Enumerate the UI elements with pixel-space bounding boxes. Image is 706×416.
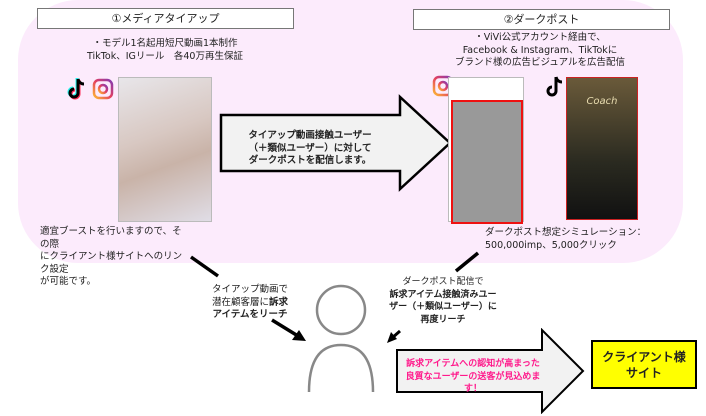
desc-line: Facebook & Instagram、TikTokに [462, 44, 618, 56]
section2-desc: ・ViVi公式アカウント経由で、 Facebook & Instagram、Ti… [420, 32, 660, 70]
note-line: にクライアント様サイトへのリンク設定 [40, 251, 183, 275]
arrow-line: タイアップ動画接触ユーザー [248, 130, 372, 141]
flow-line: 潜在顧客層に [211, 296, 269, 308]
flow-line: ダークポスト配信で [402, 277, 484, 287]
desc-line: ブランド様の広告ビジュアルを広告配信 [454, 57, 626, 68]
client-box-line: クライアント様 [602, 349, 686, 364]
bottom-arrow [396, 328, 585, 414]
right-flow-text: ダークポスト配信で 訴求アイテム接触済みユー ザー（＋類似ユーザー）に 再度リー… [383, 276, 503, 326]
center-arrow-text: タイアップ動画接触ユーザー （＋類似ユーザー）に対して ダークポストを配信します… [225, 130, 395, 168]
flow-line: アイテムをリーチ [212, 309, 288, 320]
arrow-line: （＋類似ユーザー）に対して [248, 142, 372, 154]
section1-title: ①メディアタイアップ [37, 8, 294, 29]
note-line: 適宜ブーストを行いますので、その際 [40, 226, 182, 250]
desc-line: ・ViVi公式アカウント経由で、 [474, 32, 606, 43]
client-box-line: サイト [625, 365, 662, 380]
simulation-text: ダークポスト想定シミュレーション： 500,000imp、5,000クリック [485, 227, 646, 252]
tiktok-icon [546, 76, 563, 97]
ad-creative [451, 100, 523, 224]
section2-title: ②ダークポスト [413, 9, 670, 30]
arrow-line: ダークポストを配信します。 [248, 155, 372, 166]
tiktok-icon [67, 78, 85, 100]
section1-desc: ・モデル1名起用短尺動画1本制作 TikTok、IGリール 各40万再生保証 [60, 38, 270, 63]
left-flow-text: タイアップ動画で 潜在顧客層に訴求 アイテムをリーチ [205, 284, 295, 322]
tiktok-ad-screenshot: Coach [566, 77, 638, 220]
desc-line: TikTok、IGリール 各40万再生保証 [87, 50, 243, 62]
sim-line: 500,000imp、5,000クリック [485, 239, 617, 251]
client-site-box: クライアント様 サイト [591, 340, 697, 389]
flow-line: タイアップ動画で [211, 284, 288, 295]
desc-line: ・モデル1名起用短尺動画1本制作 [92, 38, 238, 49]
flow-line: 訴求アイテム接触済みユー [389, 289, 497, 300]
flow-line: 再度リーチ [420, 314, 466, 325]
section1-note: 適宜ブーストを行いますので、その際 にクライアント様サイトへのリンク設定 が可能… [40, 226, 190, 289]
flow-line-bold: 訴求 [269, 296, 289, 308]
center-arrow [219, 94, 452, 192]
flow-line: ザー（＋類似ユーザー）に [389, 302, 497, 312]
note-line: が可能です。 [40, 276, 97, 287]
arrow-line: 訴求アイテムへの認知が高まった [406, 359, 540, 369]
instagram-ad-screenshot [448, 77, 524, 224]
bottom-arrow-text: 訴求アイテムへの認知が高まった 良質なユーザーの送客が見込めます！ [398, 358, 548, 396]
phone-brand-text: Coach [586, 96, 618, 107]
instagram-icon [92, 78, 114, 100]
arrow-line: 良質なユーザーの送客が見込めます！ [405, 371, 541, 395]
sim-line: ダークポスト想定シミュレーション： [485, 227, 647, 238]
model-photo [118, 77, 212, 222]
